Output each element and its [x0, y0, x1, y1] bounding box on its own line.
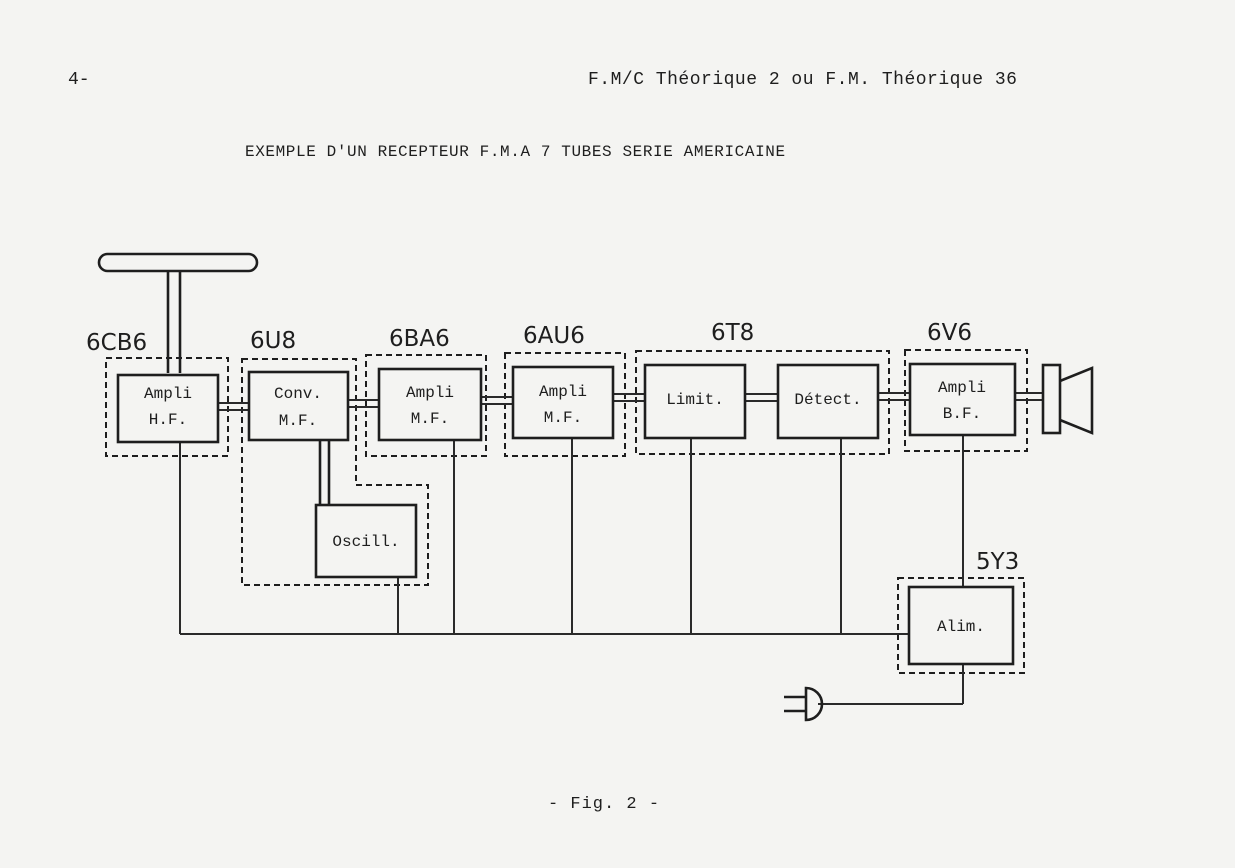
mains-plug-icon — [784, 686, 824, 722]
figure-caption: - Fig. 2 - — [548, 795, 661, 814]
tube-label-6t8: 6T8 — [711, 320, 754, 346]
loudspeaker-icon — [1041, 363, 1094, 435]
block-ampli-mf-2 — [511, 365, 615, 440]
running-header: F.M/C Théorique 2 ou F.M. Théorique 36 — [588, 70, 1018, 90]
tube-enclosure-6u8 — [241, 358, 429, 586]
tube-label-6v6: 6V6 — [927, 320, 972, 346]
antenna-icon — [97, 252, 259, 373]
block-ampli-mf-1 — [377, 367, 483, 442]
diagram-title: EXEMPLE D'UN RECEPTEUR F.M.A 7 TUBES SER… — [245, 143, 786, 161]
tube-enclosure-6t8 — [635, 350, 890, 455]
tube-enclosure-6cb6 — [105, 357, 229, 457]
block-detect — [776, 363, 880, 440]
tube-label-6ba6: 6BA6 — [389, 326, 450, 352]
signal-path — [218, 392, 1043, 505]
block-label: Conv. — [274, 385, 322, 403]
tube-enclosure-6au6 — [504, 352, 626, 457]
tube-label-5y3: 5Y3 — [976, 549, 1019, 575]
block-limit — [643, 363, 747, 440]
block-label: Ampli — [938, 379, 986, 397]
block-label: Alim. — [937, 618, 985, 636]
block-alim — [907, 585, 1015, 666]
block-label: M.F. — [411, 410, 449, 428]
block-label: M.F. — [279, 412, 317, 430]
tube-enclosure-5y3 — [897, 577, 1025, 674]
block-ampli-bf — [908, 362, 1017, 437]
page-number: 4- — [68, 70, 90, 90]
tube-enclosure-6ba6 — [365, 354, 487, 457]
block-label: Ampli — [539, 383, 587, 401]
block-label: Ampli — [144, 385, 192, 403]
block-conv-mf — [247, 370, 350, 442]
block-label: B.F. — [943, 405, 981, 423]
block-ampli-hf — [116, 373, 220, 444]
power-bus — [179, 435, 964, 705]
block-label: Oscill. — [332, 533, 399, 551]
block-oscill — [314, 503, 418, 579]
block-label: M.F. — [544, 409, 582, 427]
tube-label-6au6: 6AU6 — [523, 323, 585, 349]
block-label: Limit. — [666, 391, 724, 409]
block-label: Ampli — [406, 384, 454, 402]
tube-label-6cb6: 6CB6 — [86, 330, 147, 356]
block-label: Détect. — [794, 391, 861, 409]
block-label: H.F. — [149, 411, 187, 429]
tube-label-6u8: 6U8 — [250, 328, 296, 354]
